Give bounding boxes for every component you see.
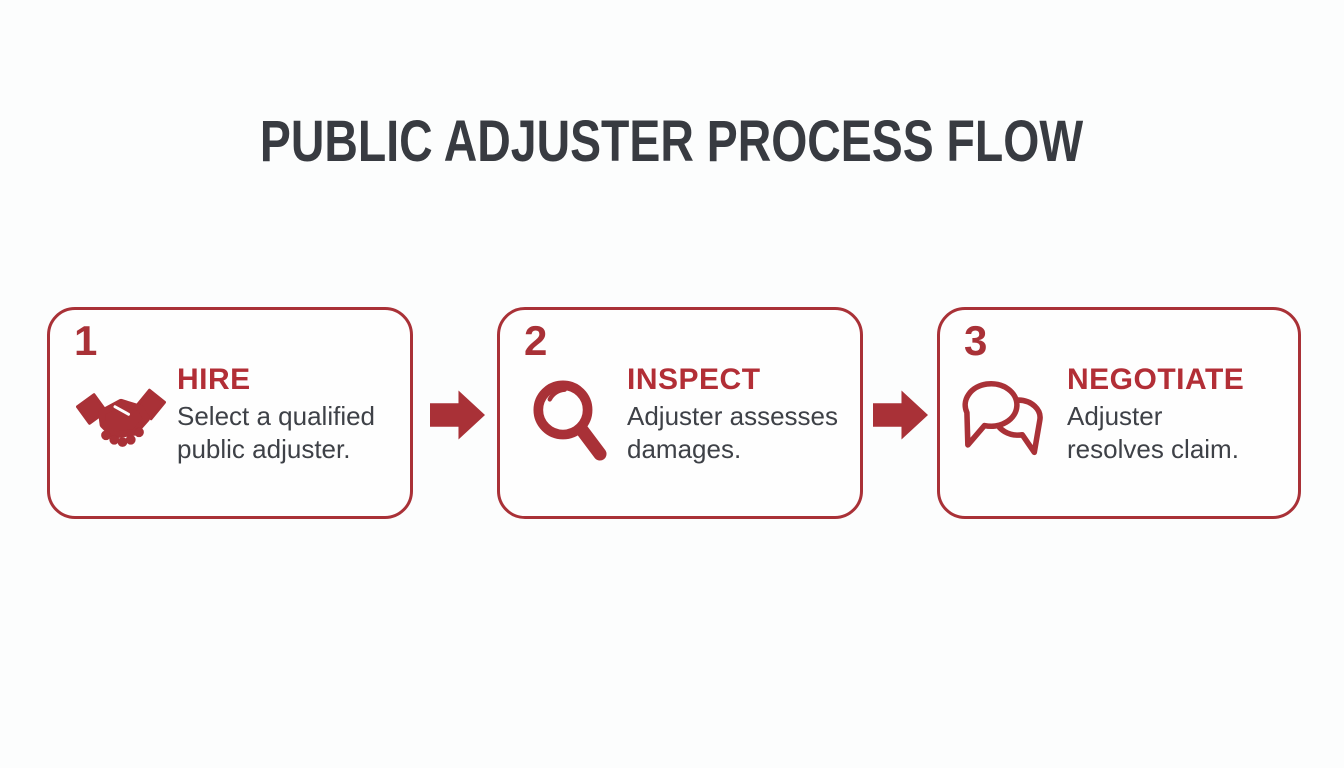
handshake-icon <box>76 386 166 456</box>
step-number: 3 <box>964 317 988 364</box>
step-text-block: NEGOTIATE Adjuster resolves claim. <box>1067 362 1292 466</box>
step-description: Adjuster resolves claim. <box>1067 401 1239 464</box>
step-description: Adjuster assesses damages. <box>627 401 838 464</box>
step-number: 2 <box>524 317 548 364</box>
step-title: INSPECT <box>627 363 761 396</box>
magnifier-icon <box>526 372 614 476</box>
step-title: HIRE <box>177 363 251 396</box>
step-card-inspect: 2 INSPECT Adjuster assesses damages. <box>497 307 863 519</box>
step-text-block: INSPECT Adjuster assesses damages. <box>627 362 852 466</box>
step-description: Select a qualified public adjuster. <box>177 401 376 464</box>
arrow-right-icon <box>430 390 485 440</box>
step-card-negotiate: 3 NEGOTIATE Adjuster resolves claim. <box>937 307 1301 519</box>
step-text-block: HIRE Select a qualified public adjuster. <box>177 362 402 466</box>
step-title: NEGOTIATE <box>1067 363 1245 396</box>
speech-bubbles-icon <box>954 374 1050 466</box>
step-card-hire: 1 HIRE Select a qualified p <box>47 307 413 519</box>
step-number: 1 <box>74 317 98 364</box>
arrow-right-icon <box>873 390 928 440</box>
page-title: PUBLIC ADJUSTER PROCESS FLOW <box>260 109 1084 174</box>
